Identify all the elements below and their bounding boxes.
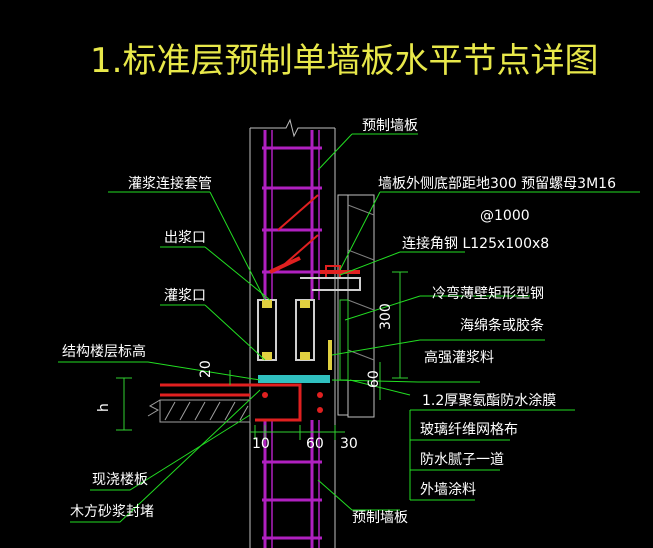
label-waterproof-coating: 1.2厚聚氨酯防水涂膜 xyxy=(422,393,556,409)
cast-slab xyxy=(147,383,323,423)
label-nut-note-line2: @1000 xyxy=(480,208,530,224)
label-structural-floor-level: 结构楼层标高 xyxy=(62,343,146,360)
cold-bent-steel-shape xyxy=(339,299,349,381)
label-precast-wall-bottom: 预制墙板 xyxy=(352,510,408,526)
grout-bed xyxy=(258,375,330,383)
angle-steel xyxy=(300,277,361,291)
label-fiberglass-mesh: 玻璃纤维网格布 xyxy=(420,421,518,438)
label-cold-bent-steel: 冷弯薄壁矩形型钢 xyxy=(432,285,544,302)
dim-20: 20 xyxy=(198,360,214,378)
dim-h: h xyxy=(96,403,112,412)
label-cast-slab: 现浇楼板 xyxy=(92,472,148,488)
dim-10: 10 xyxy=(252,436,270,452)
sponge-strip-shape xyxy=(328,340,332,370)
dim-300: 300 xyxy=(378,303,394,330)
label-sponge-strip: 海绵条或胶条 xyxy=(460,317,544,334)
dim-60-right: 60 xyxy=(366,370,382,388)
anchor-bolt xyxy=(269,256,360,279)
label-grout-outlet: 出浆口 xyxy=(164,230,206,246)
label-grout-sleeve: 灌浆连接套管 xyxy=(128,175,212,192)
label-wood-mortar-seal: 木方砂浆封堵 xyxy=(70,504,154,520)
leader-lines xyxy=(58,133,640,523)
label-exterior-paint: 外墙涂料 xyxy=(420,482,476,498)
label-high-strength-grout: 高强灌浆料 xyxy=(424,349,494,366)
label-waterproof-putty: 防水腻子一道 xyxy=(420,452,504,468)
dimension-lines xyxy=(116,271,408,440)
dim-30: 30 xyxy=(340,436,358,452)
grout-sleeves xyxy=(257,299,315,361)
label-nut-note-line1: 墙板外侧底部距地300 预留螺母3M16 xyxy=(378,176,616,192)
label-angle-steel: 连接角钢 L125x100x8 xyxy=(402,235,549,252)
drawing-title: 1.标准层预制单墙板水平节点详图 xyxy=(90,41,598,81)
label-grout-inlet: 灌浆口 xyxy=(164,288,206,304)
dim-60-bottom: 60 xyxy=(306,436,324,452)
label-precast-wall-top: 预制墙板 xyxy=(362,118,418,134)
precast-wall xyxy=(249,118,336,548)
